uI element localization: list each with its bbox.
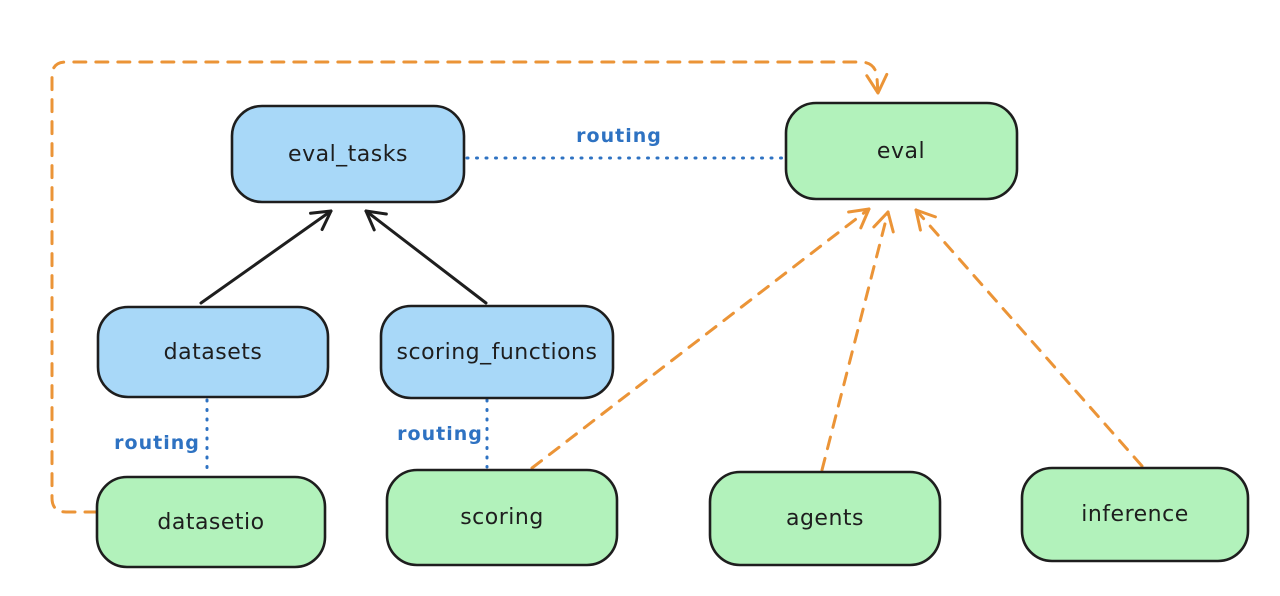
- node-eval-box: [784, 101, 1019, 201]
- node-datasets: datasets: [96, 305, 330, 399]
- edge-label-routing-scoring: routing: [397, 423, 483, 445]
- node-datasetio: datasetio: [95, 475, 327, 569]
- node-datasetio-box: [95, 475, 327, 569]
- node-eval-tasks: eval_tasks: [230, 104, 466, 204]
- node-scoring-functions: scoring_functions: [379, 304, 615, 400]
- node-eval-tasks-label: eval_tasks: [288, 142, 408, 167]
- edge-scoring-functions-to-eval-tasks: [364, 209, 488, 305]
- node-inference-box: [1020, 466, 1250, 563]
- node-scoring-functions-box: [379, 304, 615, 400]
- node-agents: agents: [708, 470, 942, 567]
- node-scoring-box: [385, 468, 619, 567]
- edge-datasetio-to-eval: [50, 60, 889, 514]
- node-scoring-functions-label: scoring_functions: [397, 340, 598, 365]
- edge-label-routing-datasetio: routing: [114, 432, 200, 454]
- node-eval-label: eval: [877, 139, 925, 164]
- edge-label-routing-scoring-text: routing: [397, 423, 483, 445]
- node-scoring-label: scoring: [460, 505, 544, 530]
- edge-label-routing-datasetio-text: routing: [114, 432, 200, 454]
- edge-agents-to-eval: [820, 210, 895, 472]
- edge-label-routing-top-text: routing: [576, 125, 662, 147]
- node-datasetio-label: datasetio: [157, 510, 264, 535]
- node-datasets-label: datasets: [164, 340, 263, 365]
- edge-scoring-to-eval: [530, 207, 871, 470]
- node-datasets-box: [96, 305, 330, 399]
- node-agents-label: agents: [786, 506, 864, 531]
- node-inference: inference: [1020, 466, 1250, 563]
- node-agents-box: [708, 470, 942, 567]
- edge-inference-to-eval: [914, 208, 1144, 468]
- node-scoring: scoring: [385, 468, 619, 567]
- node-inference-label: inference: [1081, 502, 1189, 527]
- node-eval: eval: [784, 101, 1019, 201]
- edge-label-routing-top: routing: [576, 125, 662, 147]
- node-eval-tasks-box: [230, 104, 466, 204]
- edge-datasets-to-eval-tasks: [199, 209, 333, 305]
